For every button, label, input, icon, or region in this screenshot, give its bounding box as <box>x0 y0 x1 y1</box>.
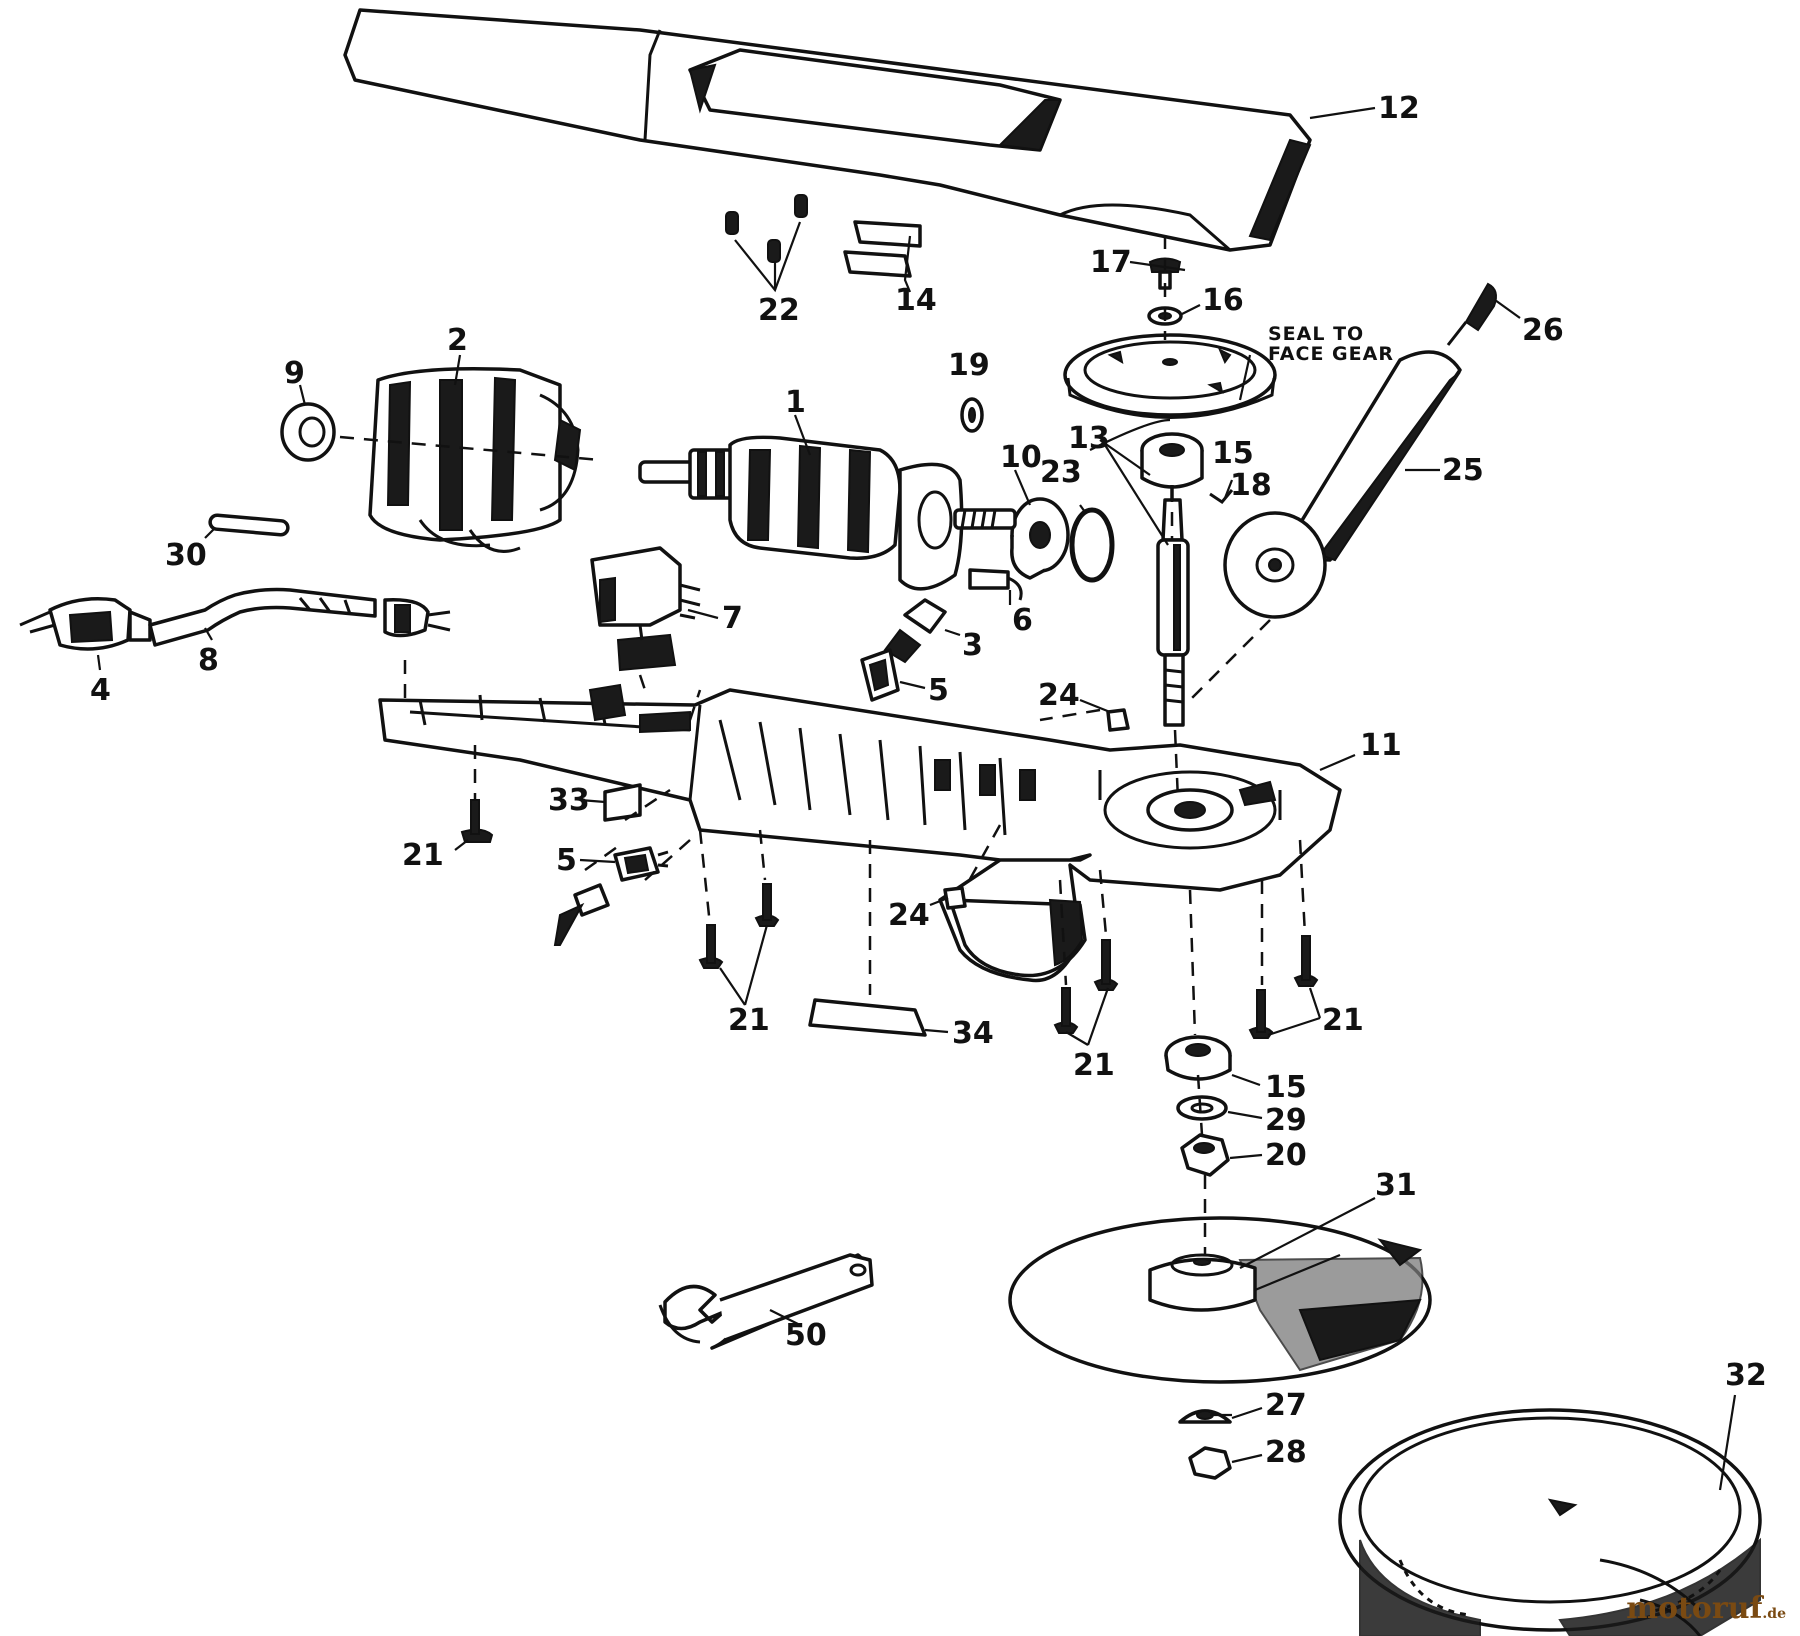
part-3-brush <box>883 598 947 664</box>
callout-15: 15 <box>1212 436 1254 471</box>
part-21-screw-d <box>1248 935 1319 1039</box>
part-4-plug <box>19 597 152 651</box>
callout-24: 24 <box>888 898 930 933</box>
part-11-main-housing <box>378 683 1342 983</box>
callout-2: 2 <box>447 323 468 358</box>
callout-27: 27 <box>1265 1388 1307 1423</box>
callout-15: 15 <box>1265 1070 1307 1105</box>
part-9-bearing <box>280 402 336 462</box>
callout-17: 17 <box>1090 245 1132 280</box>
part-6-brush-holder <box>968 568 1023 601</box>
callout-labels: 1 2 3 4 5 5 6 7 8 9 10 11 12 13 14 15 15… <box>90 91 1767 1470</box>
callout-21: 21 <box>402 838 444 873</box>
callout-6: 6 <box>1012 603 1033 638</box>
callout-24: 24 <box>1038 678 1080 713</box>
part-8-power-cord <box>148 587 451 647</box>
callout-10: 10 <box>1000 440 1042 475</box>
callout-21: 21 <box>1073 1048 1115 1083</box>
part-33-plate <box>603 783 642 822</box>
part-13-spindle <box>1156 485 1190 727</box>
part-31-backing-disc <box>1008 1216 1432 1384</box>
part-14-brackets <box>843 220 922 293</box>
part-20-nut <box>1180 1133 1230 1177</box>
part-34-label <box>808 998 927 1037</box>
callout-5: 5 <box>928 673 949 708</box>
note-seal-line2: FACE GEAR <box>1268 343 1394 365</box>
part-21-screw-b <box>698 883 780 969</box>
watermark-logo: motoruf.de <box>1626 1591 1786 1626</box>
callout-14: 14 <box>895 283 937 318</box>
part-12-top-cover <box>343 8 1312 252</box>
part-50-wrench <box>658 1253 874 1350</box>
part-21-screw-c <box>1053 939 1119 1034</box>
callout-5: 5 <box>556 843 577 878</box>
callout-20: 20 <box>1265 1138 1307 1173</box>
part-25-side-handle <box>1223 350 1462 619</box>
part-5-connector-lower <box>613 846 669 882</box>
part-2-field-stator <box>368 367 582 553</box>
part-3-brush-lower <box>553 883 610 946</box>
part-32-polishing-bonnet <box>1338 1408 1762 1636</box>
callout-3: 3 <box>962 628 983 663</box>
callout-26: 26 <box>1522 313 1564 348</box>
part-24-nut-upper <box>1106 708 1130 732</box>
callout-25: 25 <box>1442 453 1484 488</box>
part-18-clip <box>1209 489 1234 504</box>
callout-19: 19 <box>948 348 990 383</box>
watermark-tld: .de <box>1762 1606 1786 1622</box>
leader-lines <box>96 106 1737 1491</box>
callout-21: 21 <box>728 1003 770 1038</box>
part-15-upper-bearing <box>1140 432 1204 489</box>
part-10-bearing <box>1010 497 1070 580</box>
part-30-pin <box>208 513 290 537</box>
part-23-o-ring <box>1069 507 1115 583</box>
callout-11: 11 <box>1360 728 1402 763</box>
callout-28: 28 <box>1265 1435 1307 1470</box>
callout-7: 7 <box>722 601 743 636</box>
callout-4: 4 <box>90 673 111 708</box>
callout-21: 21 <box>1322 1003 1364 1038</box>
callout-16: 16 <box>1202 283 1244 318</box>
part-7-switch <box>590 546 701 672</box>
callout-23: 23 <box>1040 455 1082 490</box>
part-1-armature <box>638 435 1017 591</box>
callout-50: 50 <box>785 1318 827 1353</box>
part-27-cup-washer <box>1178 1409 1232 1424</box>
part-22-pins <box>725 194 808 293</box>
part-15-lower-bearing <box>1164 1035 1232 1081</box>
part-28-nut <box>1188 1446 1232 1480</box>
callout-30: 30 <box>165 538 207 573</box>
callout-1: 1 <box>785 385 806 420</box>
callout-8: 8 <box>198 643 219 678</box>
part-21-screw-a <box>460 799 494 843</box>
callout-29: 29 <box>1265 1103 1307 1138</box>
callout-33: 33 <box>548 783 590 818</box>
assembly-lines <box>339 235 1307 1255</box>
callout-34: 34 <box>952 1016 994 1051</box>
callout-22: 22 <box>758 293 800 328</box>
part-5-connector-upper <box>860 648 900 702</box>
part-26-screw <box>1446 282 1497 346</box>
callout-13: 13 <box>1068 421 1110 456</box>
note-seal-line1: SEAL TO <box>1268 323 1364 345</box>
part-19-washer <box>960 397 984 433</box>
part-29-washer <box>1176 1095 1228 1121</box>
callout-9: 9 <box>284 356 305 391</box>
callout-12: 12 <box>1378 91 1420 126</box>
part-13-face-gear <box>1063 333 1277 419</box>
watermark-main: motoruf <box>1626 1591 1763 1626</box>
callout-18: 18 <box>1230 468 1272 503</box>
callout-32: 32 <box>1725 1358 1767 1393</box>
callout-31: 31 <box>1375 1168 1417 1203</box>
part-24-nut-lower <box>943 886 967 910</box>
